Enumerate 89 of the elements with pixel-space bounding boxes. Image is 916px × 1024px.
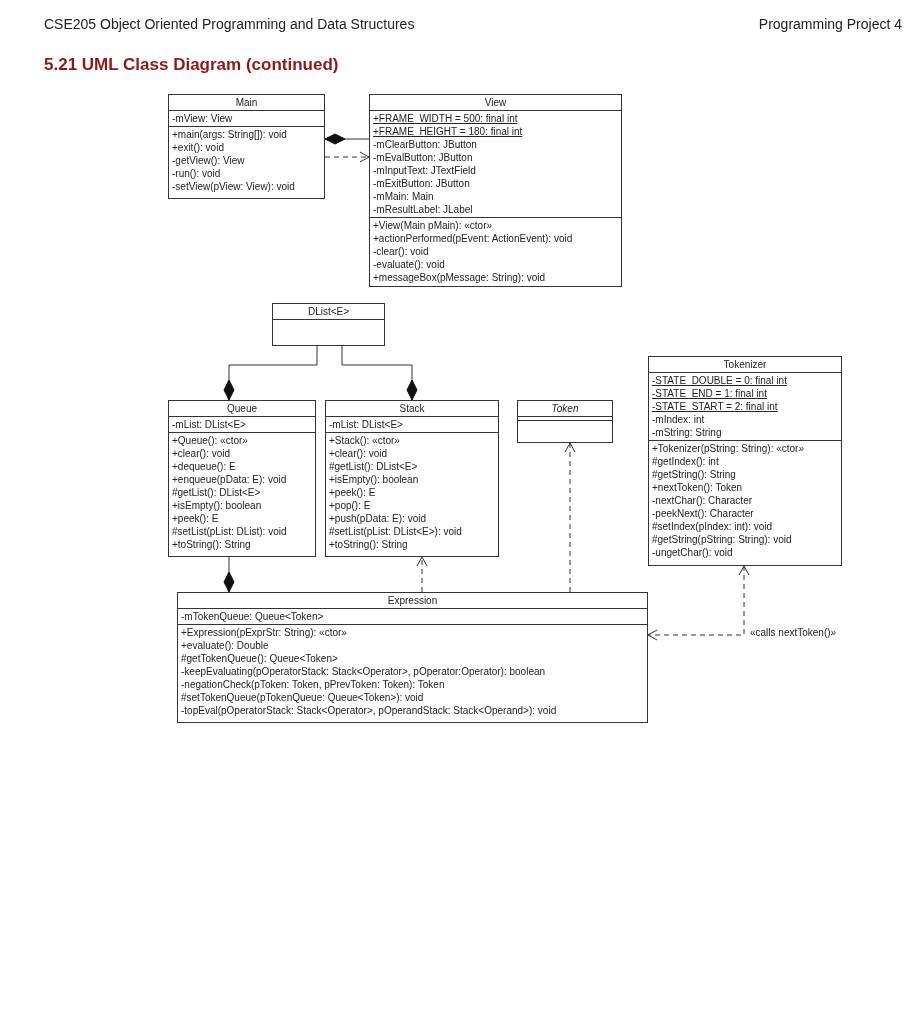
method-text: +push(pData: E): void <box>329 512 426 525</box>
connector <box>341 345 418 401</box>
connector <box>416 556 428 593</box>
method-text: -run(): void <box>172 167 221 180</box>
method-text: +isEmpty(): boolean <box>172 499 262 512</box>
attribute-text: -mString: String <box>652 426 722 439</box>
class-box <box>517 400 613 443</box>
attribute-text: -mInputText: JTextField <box>373 164 476 177</box>
method-text: #getTokenQueue(): Queue<Token> <box>181 652 338 665</box>
attribute-text: -mList: DList<E> <box>172 418 246 431</box>
connector <box>324 133 370 145</box>
class-box <box>177 592 648 723</box>
class-name: Stack <box>398 402 426 415</box>
class-name: Expression <box>386 594 439 607</box>
method-text: +View(Main pMain): «ctor» <box>373 219 493 232</box>
method-text: +toString(): String <box>172 538 251 551</box>
attribute-text: -mTokenQueue: Queue<Token> <box>181 610 324 623</box>
method-text: +peek(): E <box>172 512 219 525</box>
class-box <box>325 400 499 557</box>
attribute-text: -STATE_START = 2: final int <box>652 400 778 413</box>
method-text: +main(args: String[]): void <box>172 128 287 141</box>
class-name: Tokenizer <box>722 358 768 371</box>
connector <box>223 345 318 401</box>
method-text: +Queue(): «ctor» <box>172 434 248 447</box>
method-text: +nextToken(): Token <box>652 481 743 494</box>
method-text: #getList(): DList<E> <box>329 460 418 473</box>
method-text: +dequeue(): E <box>172 460 236 473</box>
method-text: -getView(): View <box>172 154 245 167</box>
attribute-text: +FRAME_HEIGHT = 180: final int <box>373 125 523 138</box>
attribute-text: -mView: View <box>172 112 233 125</box>
connector <box>564 442 576 593</box>
attribute-text: +FRAME_WIDTH = 500: final int <box>373 112 518 125</box>
method-text: -keepEvaluating(pOperatorStack: Stack<Operator>, pOperator:Operator): boolean <box>181 665 546 678</box>
method-text: +isEmpty(): boolean <box>329 473 419 486</box>
method-text: -topEval(pOperatorStack: Stack<Operator>, pOperandStack: Stack<Operand>): void <box>181 704 557 717</box>
method-text: +enqueue(pData: E): void <box>172 473 287 486</box>
attribute-text: -mEvalButton: JButton <box>373 151 473 164</box>
method-text: +exit(): void <box>172 141 224 154</box>
method-text: +toString(): String <box>329 538 408 551</box>
attribute-text: -mMain: Main <box>373 190 434 203</box>
method-text: #getIndex(): int <box>652 455 719 468</box>
method-text: -clear(): void <box>373 245 429 258</box>
class-name: Token <box>550 402 580 415</box>
method-text: +actionPerformed(pEvent: ActionEvent): void <box>373 232 573 245</box>
method-text: +messageBox(pMessage: String): void <box>373 271 546 284</box>
connector <box>647 565 750 641</box>
class-box <box>168 94 325 199</box>
class-name: Main <box>234 96 259 109</box>
attribute-text: -mExitButton: JButton <box>373 177 470 190</box>
class-name: Queue <box>226 402 258 415</box>
attribute-text: -mResultLabel: JLabel <box>373 203 473 216</box>
method-text: -setView(pView: View): void <box>172 180 295 193</box>
header-text: CSE205 Object Oriented Programming and Data Structures <box>44 15 415 34</box>
method-text: +clear(): void <box>329 447 388 460</box>
method-text: +evaluate(): Double <box>181 639 269 652</box>
section-title: 5.21 UML Class Diagram (continued) <box>44 54 339 76</box>
class-name: View <box>483 96 508 109</box>
method-text: #setIndex(pIndex: int): void <box>652 520 773 533</box>
method-text: +pop(): E <box>329 499 371 512</box>
method-text: -evaluate(): void <box>373 258 445 271</box>
method-text: +Expression(pExprStr: String): «ctor» <box>181 626 347 639</box>
method-text: +clear(): void <box>172 447 231 460</box>
method-text: +Stack(): «ctor» <box>329 434 400 447</box>
method-text: +peek(): E <box>329 486 376 499</box>
method-text: #getString(): String <box>652 468 736 481</box>
method-text: -ungetChar(): void <box>652 546 733 559</box>
connector <box>223 556 235 593</box>
method-text: #getList(): DList<E> <box>172 486 261 499</box>
method-text: #setList(pList: DList): void <box>172 525 287 538</box>
method-text: +Tokenizer(pString: String): «ctor» <box>652 442 804 455</box>
class-box <box>272 303 385 346</box>
attribute-text: -STATE_END = 1: final int <box>652 387 767 400</box>
attribute-text: -mClearButton: JButton <box>373 138 477 151</box>
method-text: #setTokenQueue(pTokenQueue: Queue<Token>): void <box>181 691 424 704</box>
attribute-text: -mIndex: int <box>652 413 705 426</box>
method-text: -negationCheck(pToken: Token, pPrevToken: Token): Token <box>181 678 445 691</box>
connector <box>324 151 370 163</box>
method-text: -nextChar(): Character <box>652 494 753 507</box>
edge-label: «calls nextToken()» <box>750 626 837 639</box>
class-box <box>168 400 316 557</box>
method-text: -peekNext(): Character <box>652 507 754 520</box>
attribute-text: -STATE_DOUBLE = 0: final int <box>652 374 787 387</box>
header-text: Programming Project 4 <box>758 15 902 34</box>
class-box <box>369 94 622 287</box>
method-text: #setList(pList: DList<E>): void <box>329 525 462 538</box>
attribute-text: -mList: DList<E> <box>329 418 403 431</box>
method-text: #getString(pString: String): void <box>652 533 792 546</box>
class-box <box>648 356 842 566</box>
class-name: DList<E> <box>306 305 351 318</box>
